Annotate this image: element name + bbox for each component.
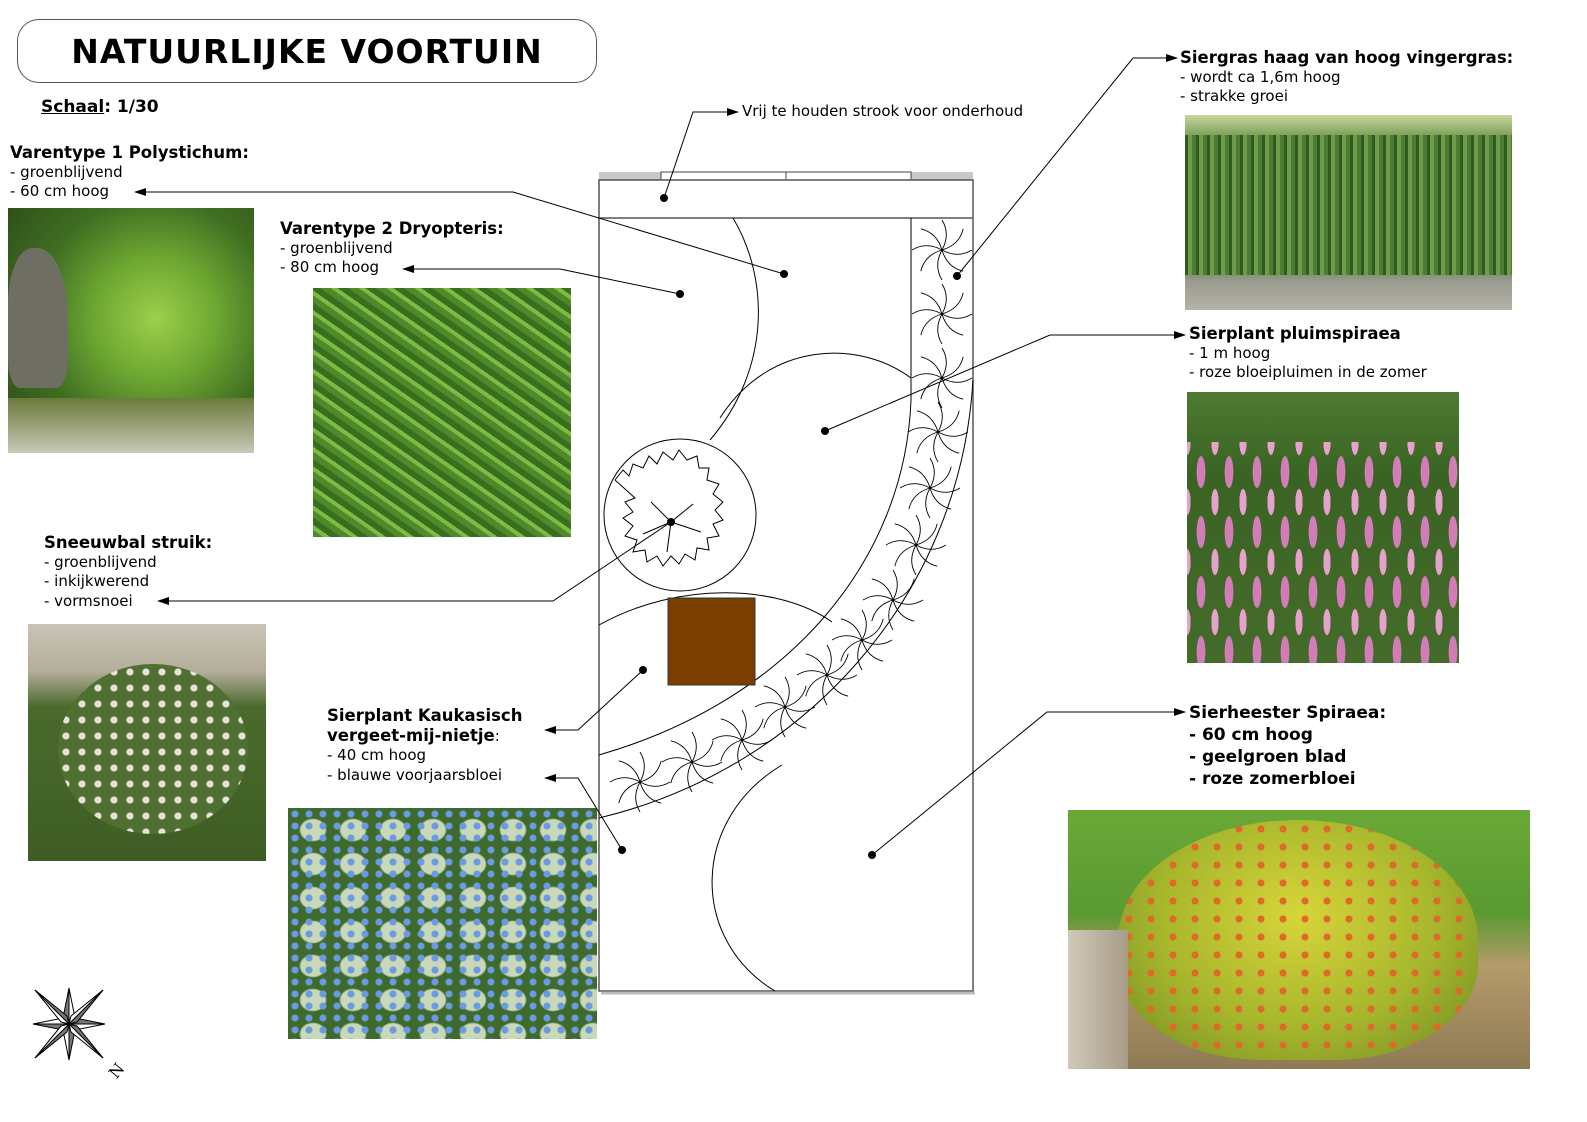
leader-dot xyxy=(780,270,788,278)
grass-symbol-icon xyxy=(862,569,924,631)
grass-symbol-icon xyxy=(661,731,723,793)
hedge-band-inner xyxy=(598,218,912,756)
spiraea-line: - roze zomerbloei xyxy=(1189,769,1356,789)
garden-outline xyxy=(598,179,974,992)
label-maintenance-strip: Vrij te houden strook voor onderhoud xyxy=(742,102,1023,122)
label-siergras: Siergras haag van hoog vingergras: - wor… xyxy=(1180,48,1513,107)
grass-symbol-icon xyxy=(796,644,858,706)
tree-canopy-icon xyxy=(614,449,724,567)
grass-symbol-icon xyxy=(711,709,773,771)
siergras-heading: Siergras haag van hoog vingergras: xyxy=(1180,48,1514,67)
fern-bed-arc xyxy=(709,217,759,441)
leader-dot xyxy=(667,518,675,526)
pluimspiraea-bed-arc xyxy=(719,352,912,419)
siergras-line: - strakke groei xyxy=(1180,87,1289,105)
photo-pluimspiraea xyxy=(1187,392,1459,663)
leader-line xyxy=(956,54,1178,277)
photo-vergeet-mij-nietje xyxy=(288,808,597,1039)
leader-dot xyxy=(821,427,829,435)
pluimspiraea-heading: Sierplant pluimspiraea xyxy=(1189,324,1401,343)
leader-line xyxy=(402,265,681,295)
grass-symbol-icon xyxy=(911,219,973,281)
house-wall xyxy=(599,171,973,181)
label-pluimspiraea: Sierplant pluimspiraea - 1 m hoog - roze… xyxy=(1189,324,1427,383)
sneeuwbal-line: - groenblijvend xyxy=(44,552,157,571)
siergras-line: - wordt ca 1,6m hoog xyxy=(1180,67,1341,86)
spiraea-line: - geelgroen blad xyxy=(1189,747,1347,767)
leader-dot xyxy=(639,666,647,674)
pluimspiraea-line: - 1 m hoog xyxy=(1189,343,1271,362)
grass-symbol-icon xyxy=(754,676,816,738)
leader-dot xyxy=(618,846,626,854)
sneeuwbal-line: - vormsnoei xyxy=(44,591,133,610)
vergeet-heading: vergeet-mij-nietje xyxy=(327,725,495,745)
varen2-line: - 80 cm hoog xyxy=(280,258,380,276)
spiraea-bed-arc xyxy=(711,764,783,992)
leader-dot xyxy=(868,851,876,859)
strip-text: Vrij te houden strook voor onderhoud xyxy=(742,102,1024,120)
photo-siergras xyxy=(1185,115,1512,310)
leader-line xyxy=(157,521,672,605)
hedge-grass-symbols xyxy=(609,219,973,813)
label-varentype-1: Varentype 1 Polystichum: - groenblijvend… xyxy=(10,143,249,202)
leader-dot xyxy=(676,290,684,298)
photo-polystichum xyxy=(8,208,254,453)
varen2-line: - groenblijvend xyxy=(280,238,393,257)
label-vergeet-mij-nietje: Sierplant Kaukasisch vergeet-mij-nietje:… xyxy=(327,706,522,785)
grass-symbol-icon xyxy=(609,751,671,813)
spiraea-line: - 60 cm hoog xyxy=(1189,725,1313,745)
scale-label: Schaal xyxy=(41,97,105,117)
grass-symbol-icon xyxy=(885,514,947,576)
leader-line xyxy=(544,774,623,851)
grass-symbol-icon xyxy=(831,609,893,671)
varen1-line: - groenblijvend xyxy=(10,162,123,181)
sneeuwbal-line: - inkijkwerend xyxy=(44,572,150,590)
grass-symbol-icon xyxy=(911,283,973,345)
varen1-line: - 60 cm hoog xyxy=(10,182,110,200)
scale: Schaal: 1/30 xyxy=(41,97,159,117)
vergeet-line: - blauwe voorjaarsbloei xyxy=(327,765,503,784)
varen2-heading: Varentype 2 Dryopteris: xyxy=(280,219,504,238)
tree-outline xyxy=(603,438,757,592)
scale-value: : 1/30 xyxy=(104,97,159,117)
title-box: NATUURLIJKE VOORTUIN xyxy=(17,19,597,83)
leader-dot xyxy=(953,272,961,280)
leader-line xyxy=(824,331,1186,432)
grass-symbol-icon xyxy=(907,401,969,463)
photo-spiraea xyxy=(1068,810,1530,1069)
leader-line xyxy=(871,708,1186,856)
sneeuwbal-heading: Sneeuwbal struik: xyxy=(44,533,213,552)
leader-line xyxy=(134,188,785,275)
vergeet-line: - 40 cm hoog xyxy=(327,746,427,764)
terrace-bed-arc xyxy=(598,592,833,626)
label-sneeuwbal: Sneeuwbal struik: - groenblijvend - inki… xyxy=(44,533,212,611)
pluimspiraea-line: - roze bloeipluimen in de zomer xyxy=(1189,363,1427,381)
terrace xyxy=(667,597,756,686)
label-varentype-2: Varentype 2 Dryopteris: - groenblijvend … xyxy=(280,219,504,278)
grass-symbol-icon xyxy=(911,347,973,409)
grass-symbol-icon xyxy=(899,457,961,519)
spiraea-heading: Sierheester Spiraea: xyxy=(1189,703,1387,723)
vergeet-colon: : xyxy=(494,726,500,745)
page-title: NATUURLIJKE VOORTUIN xyxy=(71,31,543,71)
leader-line xyxy=(663,108,739,199)
vergeet-heading: Sierplant Kaukasisch xyxy=(327,706,523,725)
varen1-heading: Varentype 1 Polystichum: xyxy=(10,143,249,162)
hedge-band-outer xyxy=(598,379,974,819)
photo-sneeuwbal xyxy=(28,624,266,861)
leader-line xyxy=(544,669,644,734)
photo-dryopteris xyxy=(313,288,571,537)
label-spiraea: Sierheester Spiraea: - 60 cm hoog - geel… xyxy=(1189,702,1386,790)
leader-dot xyxy=(660,194,668,202)
